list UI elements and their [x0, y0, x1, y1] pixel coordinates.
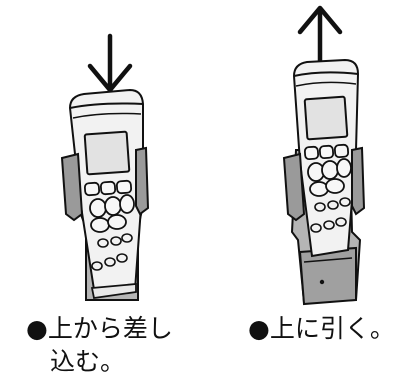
- up-arrow-icon: [297, 5, 343, 65]
- right-remote: [292, 58, 360, 258]
- caption-insert-line1: ●上から差し: [26, 314, 173, 343]
- left-holder-clips: [60, 146, 150, 222]
- left-remote: [68, 88, 144, 300]
- caption-insert-line2: 込む。: [50, 347, 126, 376]
- left-panel: [60, 33, 150, 301]
- right-panel: [282, 5, 366, 306]
- right-holder-clips: [282, 146, 366, 222]
- caption-pull-out: ●上に引く。: [248, 314, 395, 343]
- down-arrow-icon: [87, 33, 133, 93]
